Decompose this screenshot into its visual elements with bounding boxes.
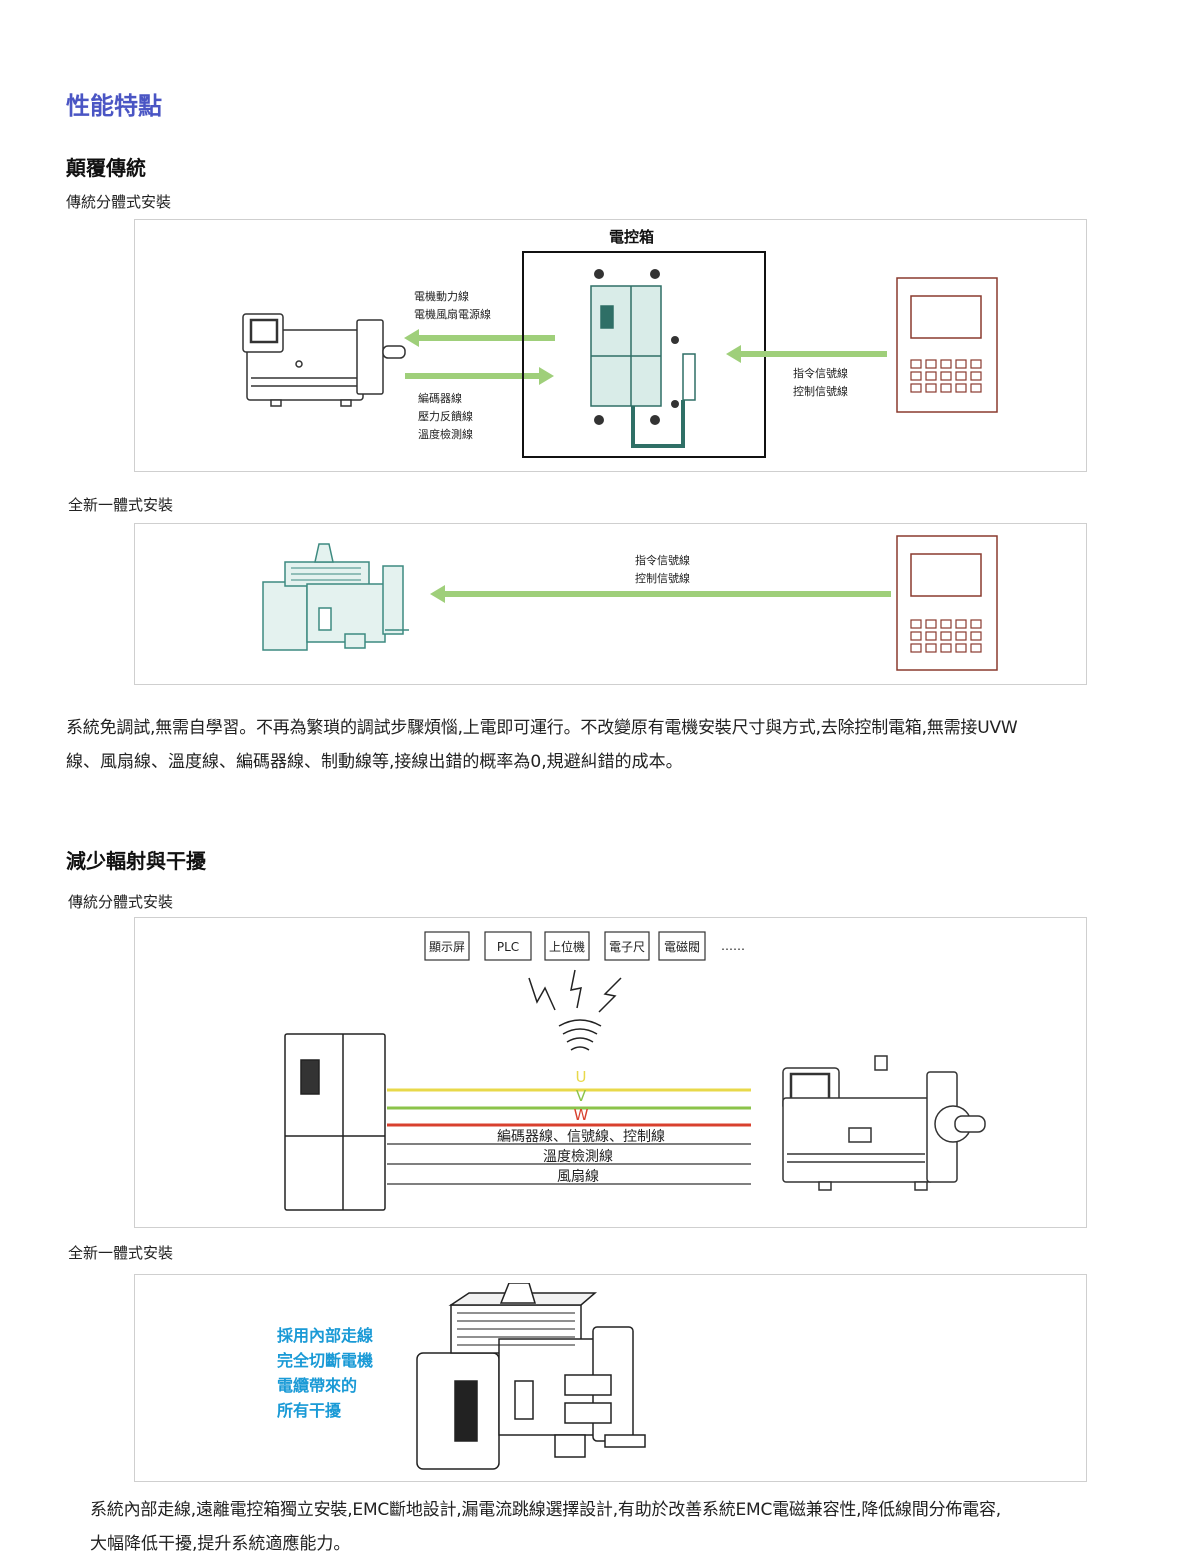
integrated-wiring-diagram: 指令信號線 控制信號線: [134, 523, 1087, 685]
callout-line-1: 採用內部走線: [277, 1326, 374, 1345]
cable-signal-label: 編碼器線、信號線、控制線: [497, 1129, 665, 1145]
callout-line-4: 所有干擾: [277, 1401, 342, 1420]
device-display: 顯示屏: [429, 940, 465, 954]
cable-temperature-label: 溫度檢測線: [543, 1148, 613, 1165]
phase-v-label: V: [576, 1087, 587, 1105]
integrated-motor-icon: [416, 1283, 646, 1470]
motor-line-in-2: 壓力反饋線: [418, 409, 473, 423]
controller-line-2: 控制信號線: [793, 384, 848, 398]
control-box-title: 電控箱: [609, 228, 654, 246]
servo-motor-icon: [782, 1055, 986, 1191]
section1-paragraph-line1: 系統免調試,無需自學習。不再為繁瑣的調試步驟煩惱,上電即可運行。不改變原有電機安…: [66, 718, 1018, 738]
section2-paragraph-line1: 系統內部走線,遠離電控箱獨立安裝,EMC斷地設計,漏電流跳線選擇設計,有助於改善…: [90, 1500, 1001, 1520]
new-line-1: 指令信號線: [635, 553, 690, 567]
device-ellipsis: ……: [721, 939, 745, 953]
controller-panel-icon: [896, 277, 998, 413]
device-plc: PLC: [497, 940, 519, 954]
section1-traditional-label: 傳統分體式安裝: [66, 193, 172, 211]
motor-line-in-1: 編碼器線: [418, 391, 462, 405]
page-title: 性能特點: [66, 92, 162, 120]
integrated-motor-icon: [262, 543, 409, 651]
section2-new-label: 全新一體式安裝: [68, 1244, 174, 1262]
traditional-wiring-diagram: 電機動力線 電機風扇電源線 編碼器線 壓力反饋線 溫度檢測線 電控箱 指令信號線…: [134, 219, 1087, 472]
section1-paragraph: 系統免調試,無需自學習。不再為繁瑣的調試步驟煩惱,上電即可運行。不改變原有電機安…: [66, 711, 1156, 779]
motor-line-out-2: 電機風扇電源線: [414, 307, 491, 321]
emi-traditional-diagram: 顯示屏 PLC 上位機 電子尺 電磁閥 …… U V W 編碼器線、信號線: [134, 917, 1087, 1228]
emi-integrated-diagram: 採用內部走線 完全切斷電機 電纜帶來的 所有干擾: [134, 1274, 1087, 1482]
callout-line-2: 完全切斷電機: [277, 1351, 374, 1370]
controller-line-1: 指令信號線: [793, 366, 848, 380]
section2-traditional-label: 傳統分體式安裝: [68, 893, 174, 911]
servo-motor-icon: [242, 313, 406, 407]
phase-w-label: W: [574, 1106, 589, 1124]
motor-line-out-1: 電機動力線: [414, 289, 469, 303]
device-host: 上位機: [549, 939, 585, 954]
cable-fan-label: 風扇線: [557, 1169, 599, 1185]
emi-callout: 採用內部走線 完全切斷電機 電纜帶來的 所有干擾: [277, 1323, 373, 1423]
new-line-2: 控制信號線: [635, 571, 690, 585]
device-scale: 電子尺: [609, 940, 645, 954]
section1-heading: 顛覆傳統: [66, 156, 146, 180]
section2-heading: 減少輻射與干擾: [66, 849, 206, 873]
section1-paragraph-line2: 線、風扇線、溫度線、編碼器線、制動線等,接線出錯的概率為0,規避糾錯的成本。: [66, 752, 683, 772]
controller-panel-icon: [896, 535, 998, 671]
interference-icon: [528, 969, 622, 1051]
callout-line-3: 電纜帶來的: [277, 1376, 358, 1395]
drive-unit-icon: [590, 285, 696, 448]
section1-new-label: 全新一體式安裝: [68, 496, 174, 514]
drive-cabinet-icon: [284, 1033, 386, 1211]
phase-u-label: U: [576, 1068, 587, 1086]
section2-paragraph-line2: 大幅降低干擾,提升系統適應能力。: [90, 1534, 351, 1554]
motor-line-in-3: 溫度檢測線: [418, 427, 473, 441]
device-valve: 電磁閥: [664, 939, 700, 954]
section2-paragraph: 系統內部走線,遠離電控箱獨立安裝,EMC斷地設計,漏電流跳線選擇設計,有助於改善…: [90, 1493, 1170, 1561]
